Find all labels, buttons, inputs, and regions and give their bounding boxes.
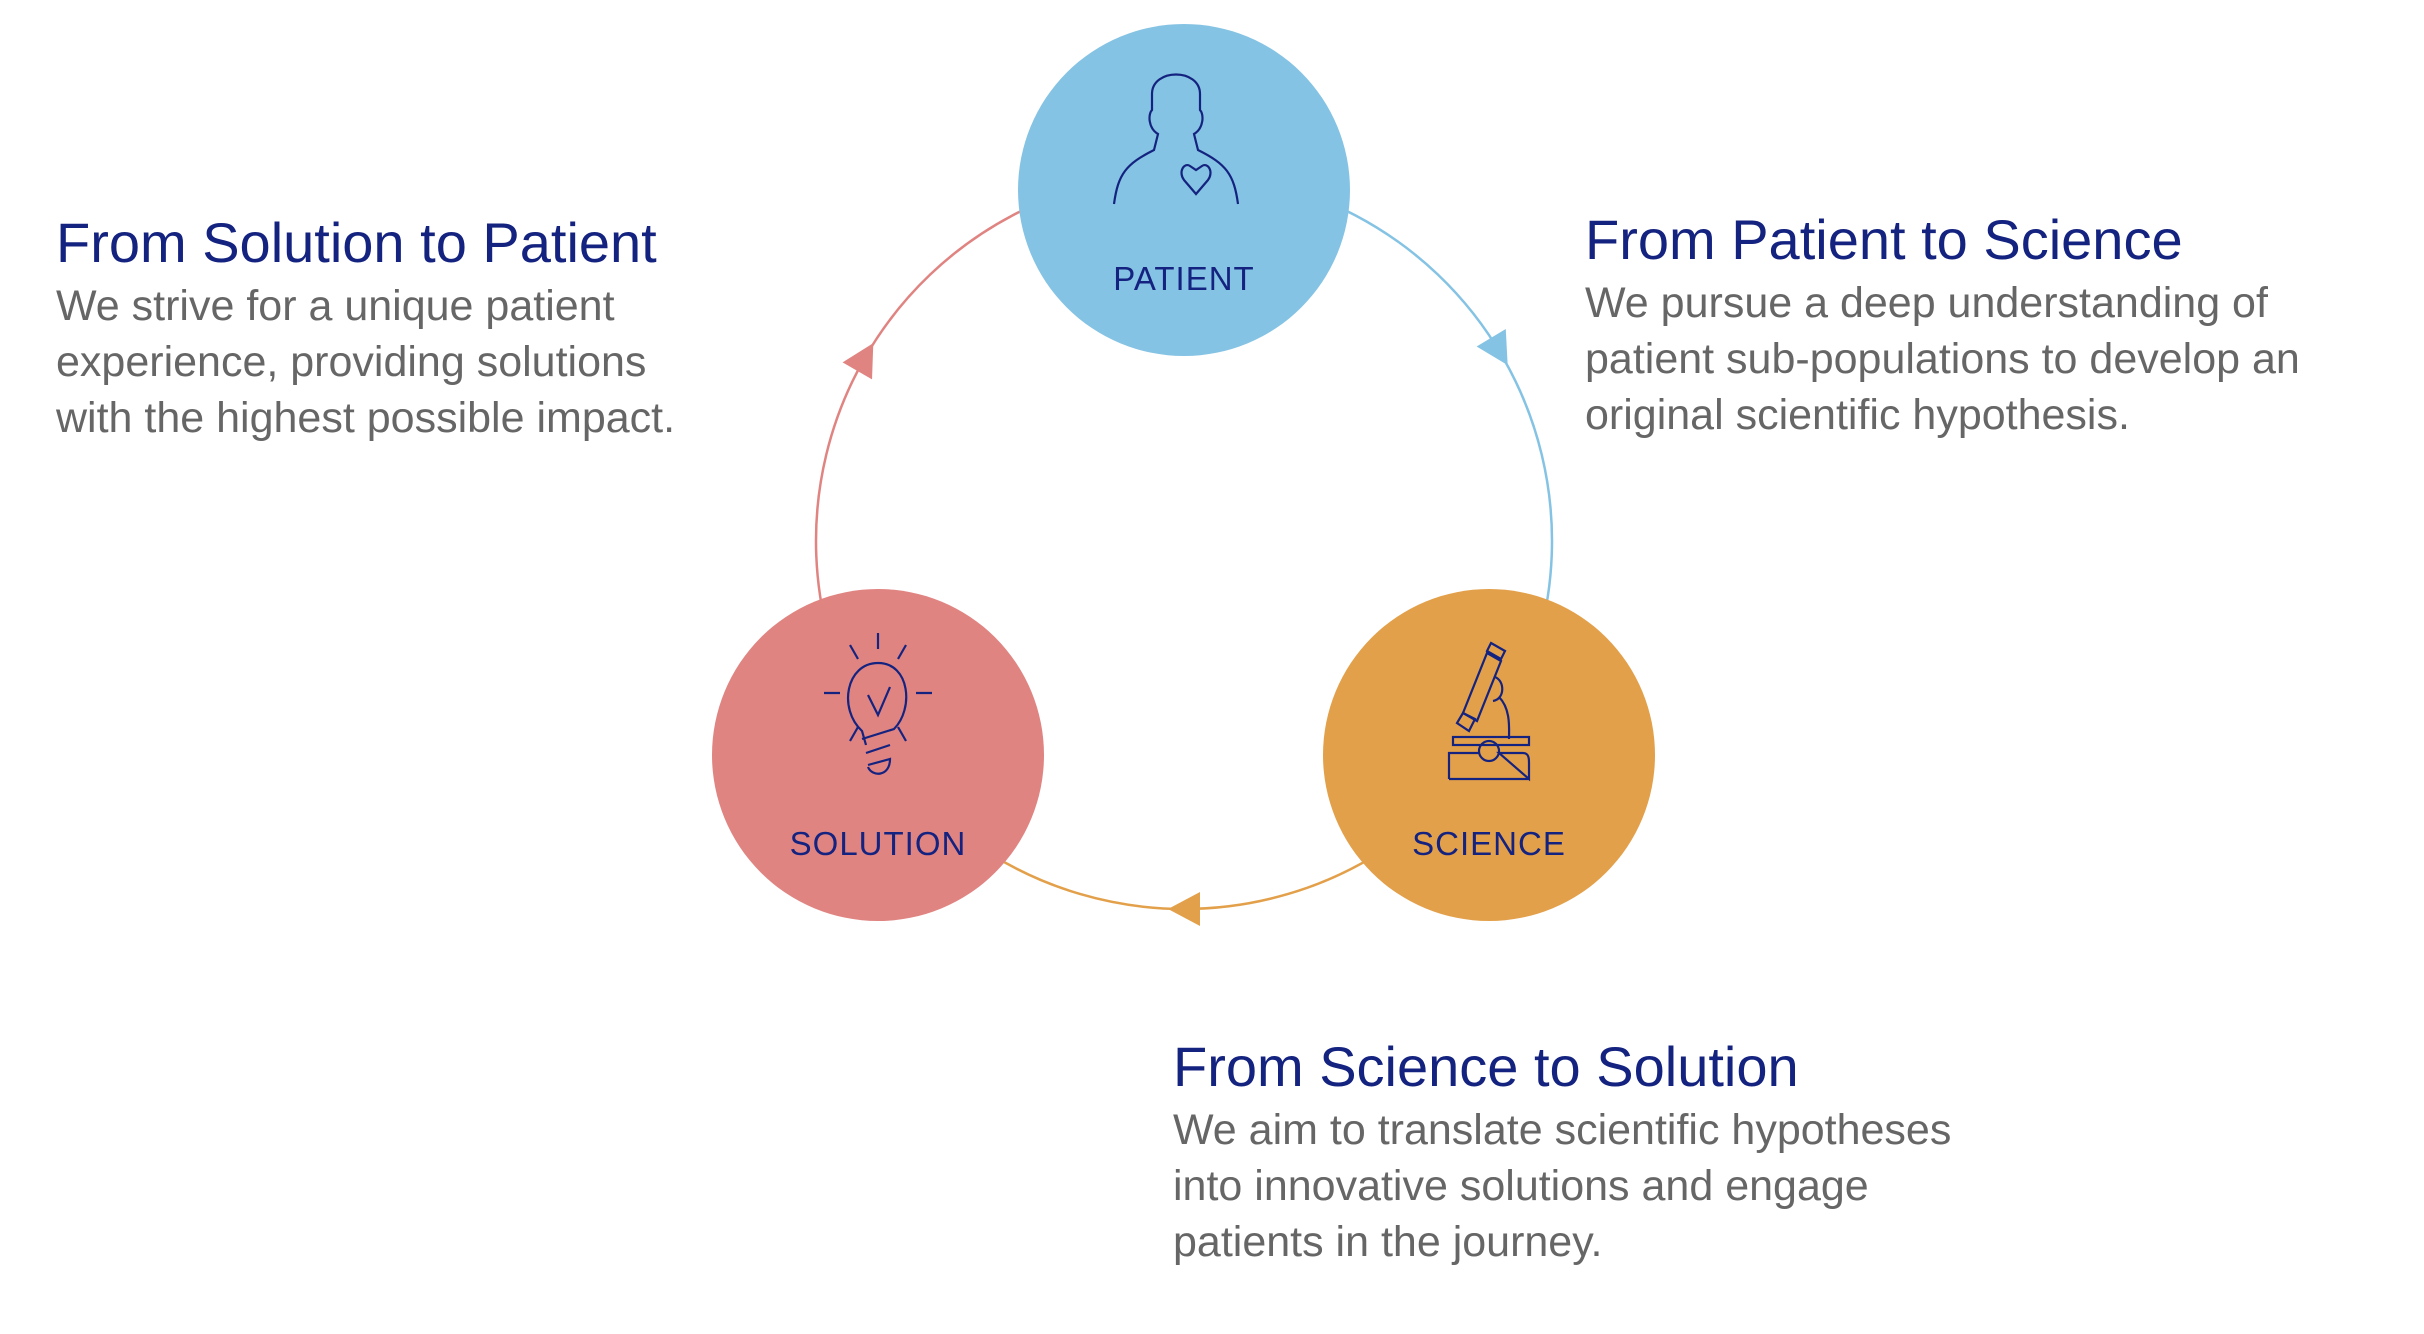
section-solution-to-patient: From Solution to Patient We strive for a…	[56, 208, 675, 446]
section-text-line: original scientific hypothesis.	[1585, 391, 2130, 439]
section-patient-to-science: From Patient to Science We pursue a deep…	[1585, 205, 2300, 443]
section-text-line: We strive for a unique patient	[56, 282, 615, 330]
arrow-head-icon	[842, 343, 874, 380]
section-title: From Solution to Patient	[56, 211, 657, 274]
microscope-icon	[1447, 641, 1531, 782]
solution-label: SOLUTION	[789, 825, 967, 862]
arrow-head-icon	[1168, 892, 1200, 926]
person-heart-icon	[1112, 73, 1240, 205]
section-text-line: into innovative solutions and engage	[1173, 1162, 1869, 1210]
section-text-line: We aim to translate scientific hypothese…	[1173, 1106, 1952, 1154]
section-text-line: experience, providing solutions	[56, 338, 647, 386]
patient-label: PATIENT	[1113, 260, 1255, 297]
patient-node: PATIENT	[1018, 24, 1350, 356]
section-text-line: patients in the journey.	[1173, 1218, 1603, 1266]
solution-node: SOLUTION	[712, 589, 1044, 921]
section-text-line: We pursue a deep understanding of	[1585, 279, 2268, 327]
section-title: From Science to Solution	[1173, 1035, 1799, 1098]
section-title: From Patient to Science	[1585, 208, 2183, 271]
science-node: SCIENCE	[1323, 589, 1655, 921]
section-text-line: with the highest possible impact.	[56, 394, 676, 442]
section-science-to-solution: From Science to Solution We aim to trans…	[1173, 1032, 1951, 1270]
science-label: SCIENCE	[1412, 825, 1566, 862]
arrow-head-icon	[1476, 328, 1508, 366]
section-text-line: patient sub-populations to develop an	[1585, 335, 2300, 383]
lightbulb-check-icon	[824, 633, 932, 775]
